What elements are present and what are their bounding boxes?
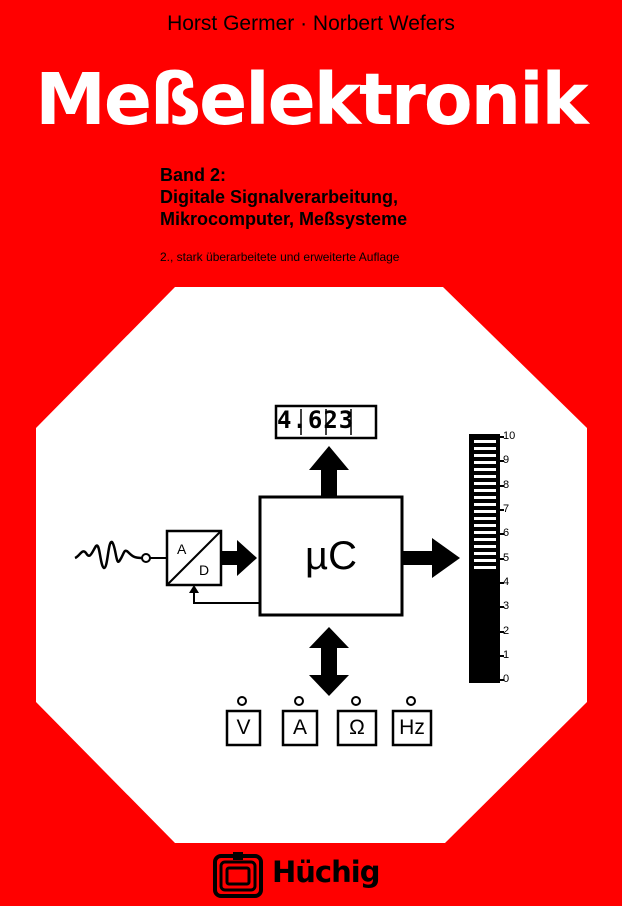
bar-graph <box>469 434 500 683</box>
scale-tick-label: 6 <box>503 527 510 539</box>
arrow-updown-icon <box>309 627 349 696</box>
scale-tick-label: 5 <box>503 552 510 564</box>
adc-label-d: D <box>199 562 210 578</box>
arrow-right-icon <box>221 540 257 576</box>
scale-tick-label: 9 <box>503 454 510 466</box>
unit-ohm-button: Ω <box>349 716 365 739</box>
band-line: Digitale Signalverarbeitung, <box>160 187 399 207</box>
band-line: Band 2: <box>160 165 227 185</box>
publisher-name: Hüchig <box>272 855 380 889</box>
band-line: Mikrocomputer, Meßsysteme <box>160 209 408 229</box>
microcontroller-label: µC <box>305 533 357 578</box>
unit-ampere-button: A <box>292 716 307 739</box>
unit-volt-button: V <box>236 716 251 739</box>
scale-tick-label: 7 <box>503 503 510 515</box>
scale-tick-label: 10 <box>503 430 516 442</box>
scale-tick-label: 2 <box>503 625 510 637</box>
scale-tick-label: 1 <box>503 649 510 661</box>
input-terminal-icon <box>141 553 151 563</box>
edition-note: 2., stark überarbeitete und erweiterte A… <box>160 250 400 264</box>
scale-tick-label: 8 <box>503 479 510 491</box>
signal-waveform <box>74 540 143 570</box>
unit-selectors <box>237 696 416 706</box>
book-title: Meßelektronik <box>35 58 589 141</box>
display-readout: 4.623 <box>277 406 355 434</box>
arrow-up-icon <box>309 446 349 497</box>
scale-tick-label: 3 <box>503 600 510 612</box>
microcontroller-box <box>258 495 404 617</box>
unit-hertz-button: Hz <box>399 716 425 739</box>
band-subtitle: Band 2: Digitale Signalverarbeitung, Mik… <box>160 164 407 230</box>
arrow-right-icon <box>402 538 460 578</box>
authors: Horst Germer · Norbert Wefers <box>167 12 455 35</box>
publisher-logo-icon <box>213 852 263 898</box>
scale-tick-label: 0 <box>503 673 510 685</box>
bar-graph-segments <box>474 440 496 569</box>
scale-tick-label: 4 <box>503 576 510 588</box>
adc-label-a: A <box>177 541 187 557</box>
